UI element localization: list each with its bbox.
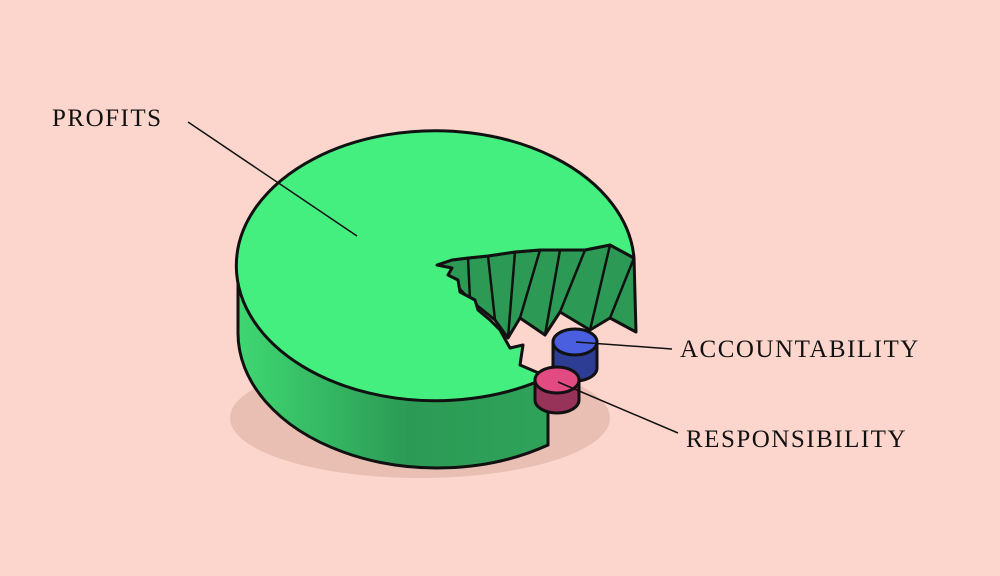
label-accountability: ACCOUNTABILITY xyxy=(680,336,920,363)
label-profits: PROFITS xyxy=(52,105,163,132)
leader-line-profits xyxy=(187,121,358,237)
slice-responsibility[interactable] xyxy=(533,365,581,415)
slice-profits[interactable] xyxy=(234,129,636,403)
leader-line-responsibility xyxy=(557,381,679,434)
leader-line-accountability xyxy=(575,341,673,350)
label-responsibility: RESPONSIBILITY xyxy=(686,426,907,453)
wall-folds xyxy=(466,244,636,339)
